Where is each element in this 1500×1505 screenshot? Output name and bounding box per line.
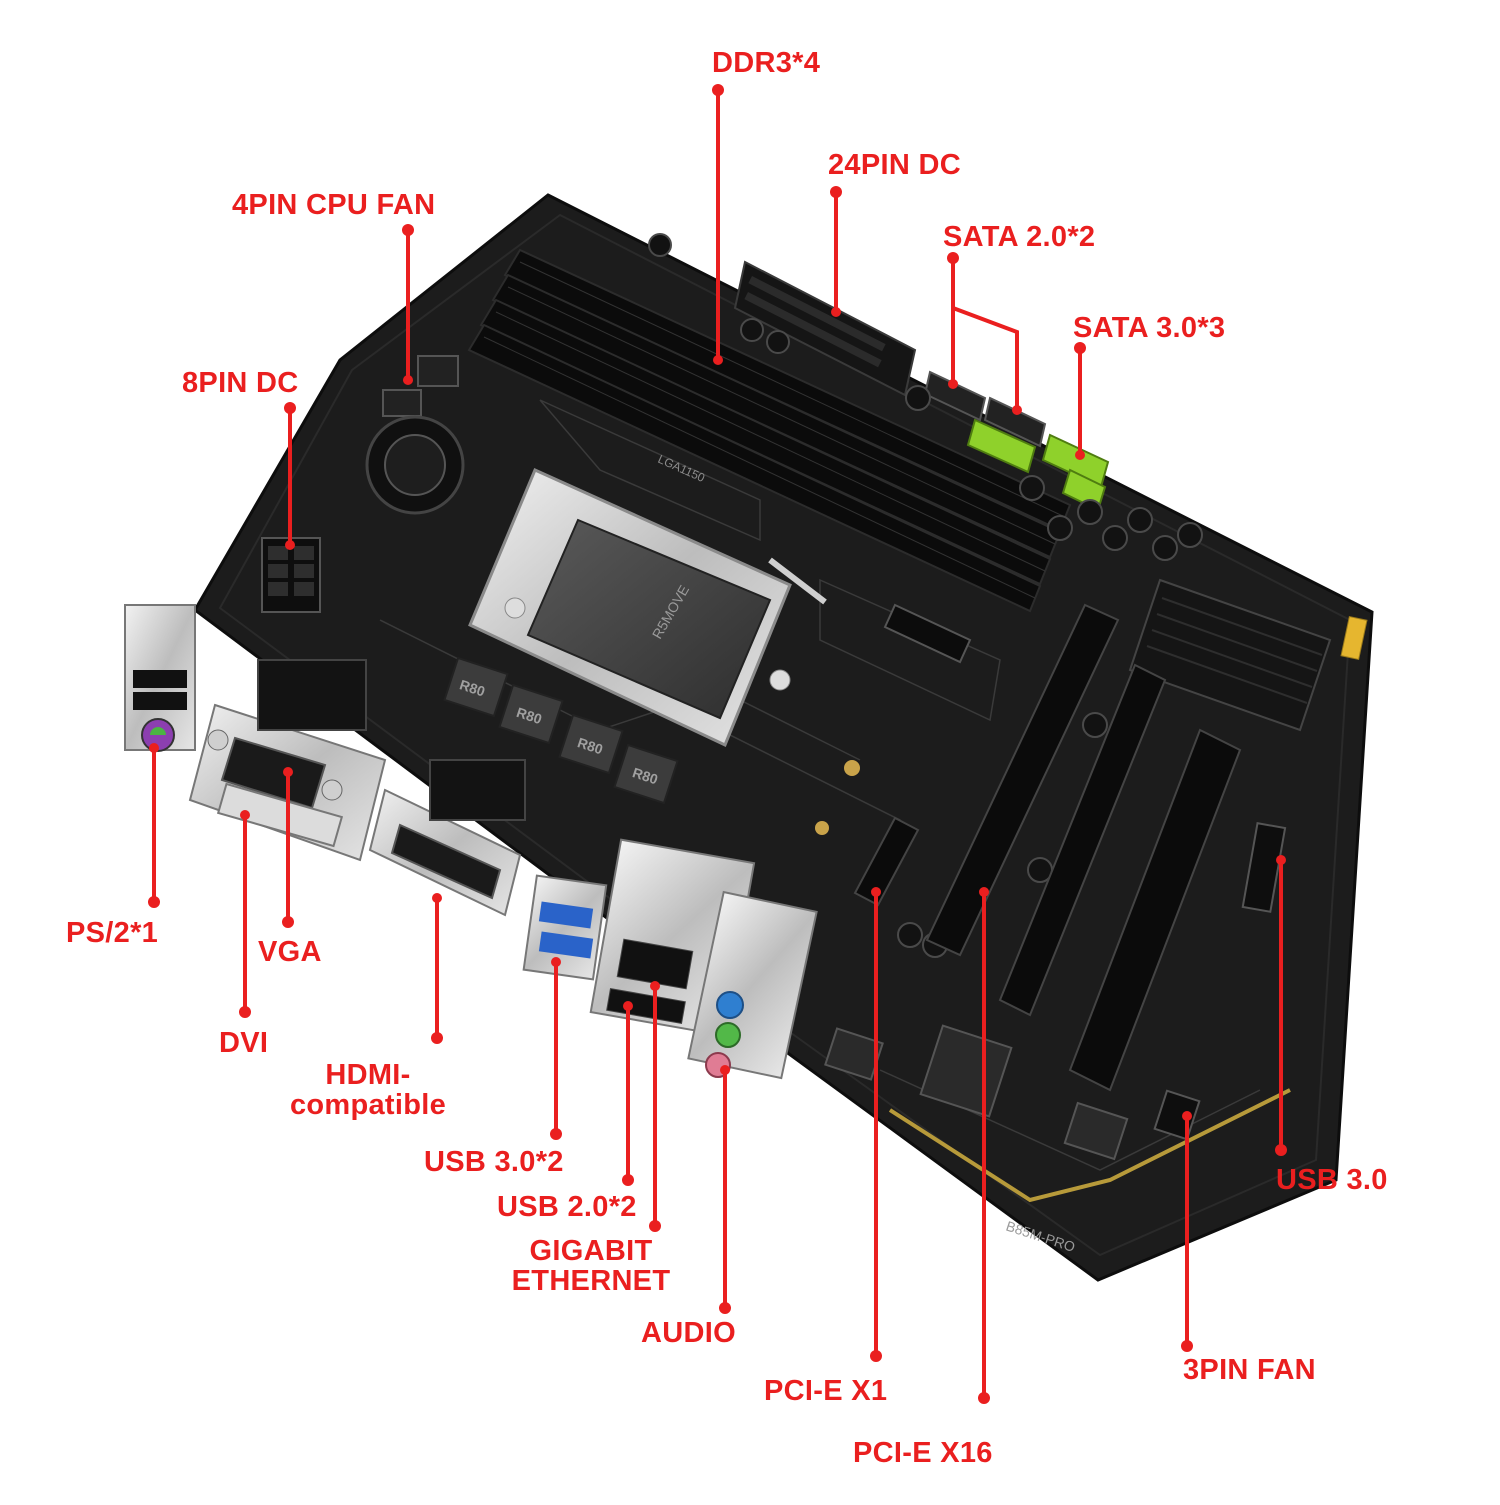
label-audio: AUDIO bbox=[641, 1317, 736, 1349]
dot-ps2 bbox=[149, 743, 159, 753]
dot-fan3 bbox=[1181, 1340, 1193, 1352]
annotation-dots bbox=[148, 84, 1287, 1404]
label-8pin: 8PIN DC bbox=[182, 367, 299, 399]
usb2-ports bbox=[606, 987, 686, 1025]
dot-sata2 bbox=[947, 252, 959, 264]
label-vga: VGA bbox=[258, 936, 322, 968]
dot-audio bbox=[719, 1302, 731, 1314]
dot-pcie16 bbox=[979, 887, 989, 897]
choke-label: R80 bbox=[631, 764, 661, 787]
choke-markings: R80 R80 R80 R80 bbox=[458, 676, 660, 787]
dot-8pin bbox=[284, 402, 296, 414]
dot-sata2 bbox=[1012, 405, 1022, 415]
dot-usb30 bbox=[1276, 855, 1286, 865]
label-sata3: SATA 3.0*3 bbox=[1073, 312, 1226, 344]
label-pcie16: PCI-E X16 bbox=[853, 1437, 993, 1469]
dot-dvi bbox=[239, 1006, 251, 1018]
usb3-header bbox=[1241, 822, 1287, 913]
dot-usb20x2 bbox=[623, 1001, 633, 1011]
label-hdmi: HDMI- compatible bbox=[289, 1059, 447, 1121]
dot-usb20x2 bbox=[622, 1174, 634, 1186]
label-usb20x2: USB 2.0*2 bbox=[497, 1191, 637, 1223]
dot-ethernet bbox=[649, 1220, 661, 1232]
pcie-x16-slot bbox=[925, 603, 1120, 957]
annotation-leaders bbox=[152, 90, 1283, 1398]
dot-cpufan bbox=[402, 224, 414, 236]
dot-ps2 bbox=[148, 896, 160, 908]
ddr3-slots bbox=[467, 248, 1072, 613]
dot-vga bbox=[283, 767, 293, 777]
dot-audio bbox=[720, 1065, 730, 1075]
dot-hdmi bbox=[432, 893, 442, 903]
label-usb30: USB 3.0 bbox=[1276, 1164, 1388, 1196]
label-dvi: DVI bbox=[219, 1027, 269, 1059]
dvi-port bbox=[216, 782, 344, 848]
dot-ethernet bbox=[650, 981, 660, 991]
dot-24pin bbox=[830, 186, 842, 198]
super-io-chip bbox=[1063, 1101, 1129, 1161]
label-pcie1: PCI-E X1 bbox=[764, 1375, 888, 1407]
dot-fan3 bbox=[1182, 1111, 1192, 1121]
label-24pin: 24PIN DC bbox=[828, 149, 961, 181]
pcie-slot-3 bbox=[1068, 728, 1242, 1092]
dot-vga bbox=[282, 916, 294, 928]
dot-pcie1 bbox=[871, 887, 881, 897]
label-cpufan: 4PIN CPU FAN bbox=[232, 189, 436, 221]
cpu-fan-header bbox=[417, 355, 459, 387]
dot-usb30x2 bbox=[551, 957, 561, 967]
choke-label: R80 bbox=[515, 704, 545, 727]
dot-24pin bbox=[831, 307, 841, 317]
dot-8pin bbox=[285, 540, 295, 550]
label-fan3: 3PIN FAN bbox=[1183, 1354, 1316, 1386]
choke-label: R80 bbox=[576, 734, 606, 757]
audio-line-in bbox=[716, 991, 744, 1019]
audio-codec-chip bbox=[919, 1024, 1013, 1118]
dot-usb30x2 bbox=[550, 1128, 562, 1140]
label-usb30x2: USB 3.0*2 bbox=[424, 1146, 564, 1178]
usb3-ports bbox=[522, 874, 608, 981]
label-sata2: SATA 2.0*2 bbox=[943, 221, 1096, 253]
dot-sata3 bbox=[1074, 342, 1086, 354]
label-ps2: PS/2*1 bbox=[66, 917, 159, 949]
choke-label: R80 bbox=[458, 676, 488, 699]
vrm-chokes bbox=[443, 656, 679, 805]
cpu-chip bbox=[526, 518, 772, 720]
dot-hdmi bbox=[431, 1032, 443, 1044]
dot-sata2 bbox=[948, 379, 958, 389]
dot-cpufan bbox=[403, 375, 413, 385]
dot-sata3 bbox=[1075, 450, 1085, 460]
silk-gold-trace bbox=[888, 1088, 1291, 1203]
dot-pcie1 bbox=[870, 1350, 882, 1362]
dot-ddr3 bbox=[713, 355, 723, 365]
dot-usb30 bbox=[1275, 1144, 1287, 1156]
dot-pcie16 bbox=[978, 1392, 990, 1404]
leader-sata2 bbox=[951, 258, 1019, 410]
dot-dvi bbox=[240, 810, 250, 820]
label-ethernet: GIGABIT ETHERNET bbox=[511, 1235, 671, 1297]
m2-slot bbox=[883, 603, 972, 664]
dot-ddr3 bbox=[712, 84, 724, 96]
audio-line-out bbox=[715, 1022, 741, 1048]
label-ddr3: DDR3*4 bbox=[712, 47, 821, 79]
pcie-slot-2 bbox=[998, 663, 1167, 1017]
sata3-ports bbox=[966, 418, 1110, 512]
sata2-ports bbox=[923, 370, 1047, 448]
